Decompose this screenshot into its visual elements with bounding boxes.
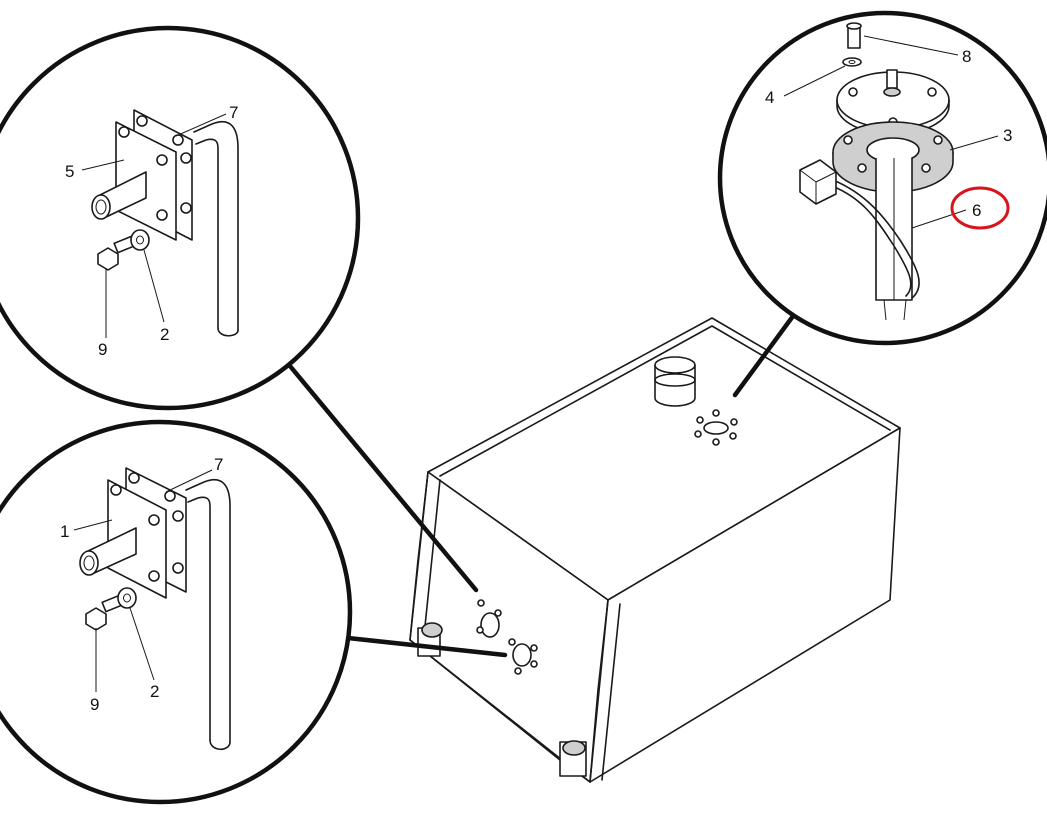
gasket (832, 121, 954, 193)
fuel-tank (409, 317, 901, 783)
label-2: 2 (160, 325, 169, 344)
detail-circle-top-right: 8 4 3 6 (717, 10, 1047, 346)
washer-icon (842, 57, 862, 67)
label-3: 3 (1003, 126, 1012, 145)
label-7: 7 (229, 103, 238, 122)
detail-circle-top-left: 5 7 9 2 (0, 25, 361, 411)
highlight-circle-label-6 (950, 186, 1010, 230)
detail-circle-bottom-left: 1 7 9 2 (0, 419, 353, 805)
label-5: 5 (65, 162, 74, 181)
label-4: 4 (765, 88, 774, 107)
washer-icon (117, 587, 137, 609)
label-9: 9 (98, 340, 107, 359)
label-8: 8 (962, 47, 971, 66)
filler-cap (654, 356, 696, 407)
connector-plug (799, 159, 837, 205)
leader-top-right (732, 309, 799, 398)
bolt-icon (846, 22, 862, 49)
label-7: 7 (214, 455, 223, 474)
label-2: 2 (150, 682, 159, 701)
leader-top-left (282, 357, 479, 593)
sender-mount-holes (694, 409, 738, 446)
washer-icon (130, 229, 150, 251)
front-ports (476, 599, 538, 675)
label-1: 1 (60, 522, 69, 541)
label-6: 6 (972, 201, 981, 220)
label-9: 9 (90, 695, 99, 714)
leader-bottom-left (345, 635, 508, 658)
